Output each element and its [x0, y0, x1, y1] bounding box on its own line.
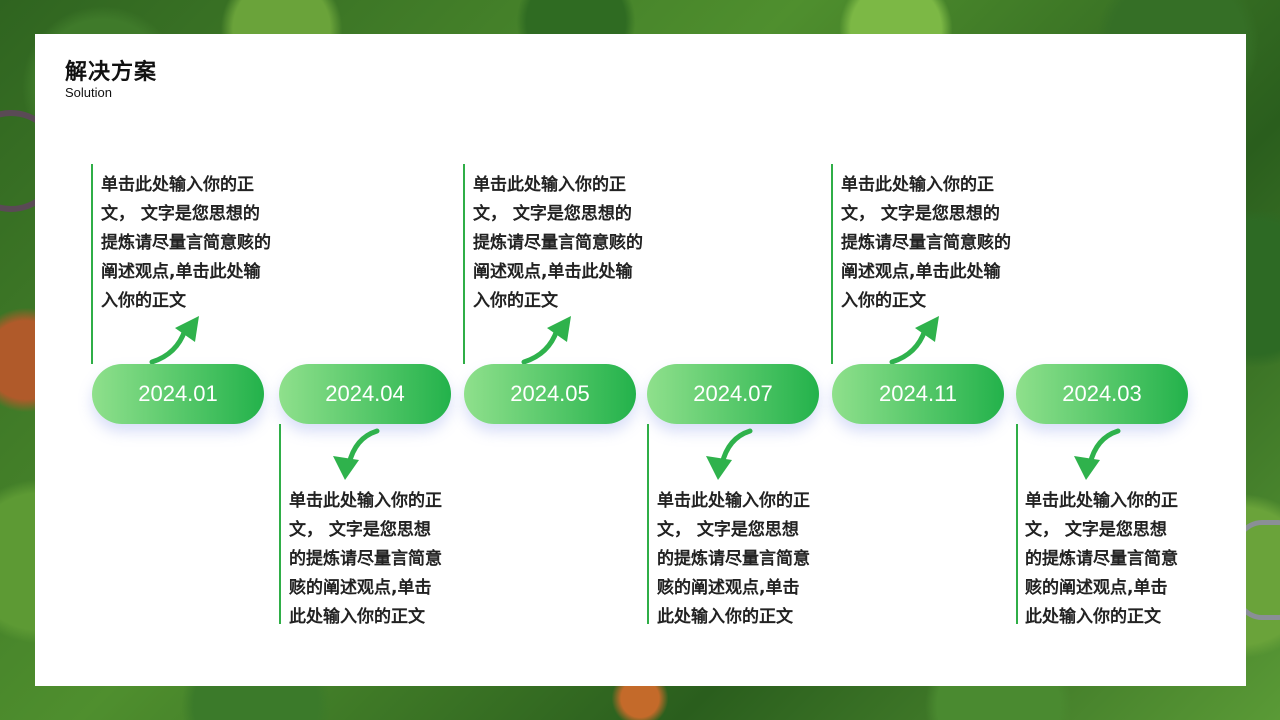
slide-card: 解决方案 Solution 单击此处输入你的正文， 文字是您思想的提炼请尽量言简… — [35, 34, 1246, 686]
timeline-date-pill[interactable]: 2024.11 — [832, 364, 1004, 424]
timeline-date-pill[interactable]: 2024.05 — [464, 364, 636, 424]
timeline-date-pill[interactable]: 2024.01 — [92, 364, 264, 424]
timeline-date-pill[interactable]: 2024.04 — [279, 364, 451, 424]
timeline-date-pill[interactable]: 2024.03 — [1016, 364, 1188, 424]
timeline-text[interactable]: 单击此处输入你的正文， 文字是您思想的提炼请尽量言简意赅的阐述观点,单击此处输入… — [1025, 491, 1178, 627]
slide-title: 解决方案 — [65, 60, 158, 85]
arrow-up-icon — [519, 310, 579, 365]
arrow-up-icon — [147, 310, 207, 365]
timeline-text[interactable]: 单击此处输入你的正文， 文字是您思想的提炼请尽量言简意赅的阐述观点,单击此处输入… — [101, 175, 271, 311]
connector-line — [647, 424, 649, 624]
timeline-date-pill[interactable]: 2024.07 — [647, 364, 819, 424]
connector-line — [463, 164, 465, 364]
arrow-down-icon — [327, 428, 387, 483]
timeline-text[interactable]: 单击此处输入你的正文， 文字是您思想的提炼请尽量言简意赅的阐述观点,单击此处输入… — [841, 175, 1011, 311]
arrow-up-icon — [887, 310, 947, 365]
arrow-down-icon — [700, 428, 760, 483]
slide-subtitle: Solution — [65, 85, 112, 100]
timeline-text[interactable]: 单击此处输入你的正文， 文字是您思想的提炼请尽量言简意赅的阐述观点,单击此处输入… — [657, 491, 810, 627]
timeline-text[interactable]: 单击此处输入你的正文， 文字是您思想的提炼请尽量言简意赅的阐述观点,单击此处输入… — [289, 491, 442, 627]
connector-line — [91, 164, 93, 364]
connector-line — [279, 424, 281, 624]
timeline-text[interactable]: 单击此处输入你的正文， 文字是您思想的提炼请尽量言简意赅的阐述观点,单击此处输入… — [473, 175, 643, 311]
connector-line — [1016, 424, 1018, 624]
connector-line — [831, 164, 833, 364]
arrow-down-icon — [1068, 428, 1128, 483]
